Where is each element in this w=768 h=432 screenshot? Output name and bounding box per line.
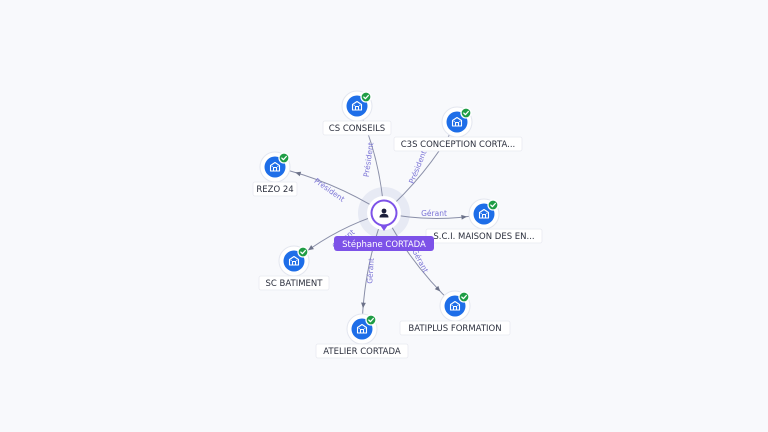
edge-label-batiplus-formation: Gérant	[410, 247, 430, 274]
company-label: SC BATIMENT	[266, 279, 324, 289]
check-badge-icon	[365, 314, 377, 326]
edge-label-c3s-conception: Président	[407, 149, 428, 185]
edge-label-atelier-cortada: Gérant	[365, 258, 376, 284]
building-icon	[288, 255, 300, 266]
center-person-node[interactable]: Stéphane CORTADA	[334, 196, 434, 251]
check-badge-icon	[487, 199, 499, 211]
arrow-icon	[295, 171, 302, 177]
edge-label-sci-maison: Gérant	[421, 209, 447, 218]
company-label: CS CONSEILS	[329, 124, 385, 134]
building-icon	[478, 208, 490, 219]
label-box	[322, 120, 392, 136]
building-icon	[351, 100, 363, 111]
check-badge-icon	[278, 152, 290, 164]
company-label: BATIPLUS FORMATION	[408, 324, 501, 334]
edge-label-cs-conseils: Président	[362, 142, 376, 178]
center-pointer	[380, 225, 388, 231]
company-node-sci-maison[interactable]: S.C.I. MAISON DES EN...	[425, 198, 543, 244]
company-node-batiplus-formation[interactable]: BATIPLUS FORMATION	[399, 290, 511, 336]
check-badge-icon	[297, 246, 309, 258]
building-icon	[451, 116, 463, 127]
company-node-sc-batiment[interactable]: SC BATIMENT	[258, 245, 330, 291]
building-icon	[269, 161, 281, 172]
arrow-icon	[308, 245, 314, 251]
arrow-icon	[461, 214, 467, 220]
check-badge-icon	[360, 91, 372, 103]
label-box	[399, 320, 511, 336]
arrow-icon	[361, 302, 366, 309]
label-box	[258, 275, 330, 291]
check-badge-icon	[458, 291, 470, 303]
label-box	[393, 136, 523, 152]
building-icon	[449, 300, 461, 311]
center-name: Stéphane CORTADA	[342, 239, 426, 250]
company-node-cs-conseils[interactable]: CS CONSEILS	[322, 90, 392, 136]
nodes-layer: CS CONSEILS C3S CONCEPTION CORTA... REZO 2…	[252, 90, 543, 359]
arrow-icon	[434, 285, 441, 292]
company-label: REZO 24	[256, 185, 293, 195]
check-badge-icon	[460, 107, 472, 119]
company-label: ATELIER CORTADA	[323, 347, 401, 357]
center-name-tag	[334, 236, 434, 251]
company-node-c3s-conception[interactable]: C3S CONCEPTION CORTA...	[393, 106, 523, 152]
company-node-atelier-cortada[interactable]: ATELIER CORTADA	[315, 313, 409, 359]
label-box	[315, 343, 409, 359]
person-icon	[379, 208, 389, 218]
company-label: C3S CONCEPTION CORTA...	[401, 140, 516, 150]
building-icon	[356, 323, 368, 334]
label-box	[252, 181, 298, 197]
company-label: S.C.I. MAISON DES EN...	[433, 232, 534, 242]
company-node-rezo-24[interactable]: REZO 24	[252, 151, 298, 197]
